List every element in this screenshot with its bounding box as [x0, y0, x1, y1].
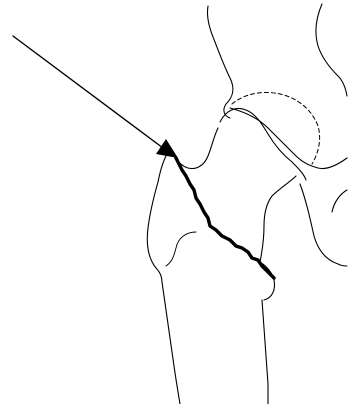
greater-trochanter-outline	[147, 156, 166, 282]
femoral-neck-lower-outline	[176, 128, 218, 169]
pointer-arrowhead	[156, 139, 178, 158]
femoral-shaft-lateral-outline	[162, 282, 180, 404]
iliac-wing-outline	[316, 4, 347, 96]
femoral-head-dashed-outline	[232, 92, 320, 164]
fracture-line	[176, 158, 274, 278]
medial-calcar-outline	[260, 176, 296, 262]
pointer-arrow-shaft	[13, 36, 163, 148]
femoral-neck-upper-outline	[220, 109, 306, 181]
femoral-shaft-medial-outline	[262, 300, 268, 404]
intertrochanteric-crest	[166, 232, 196, 266]
pelvis-outline	[207, 6, 232, 118]
obturator-outline	[332, 190, 347, 212]
